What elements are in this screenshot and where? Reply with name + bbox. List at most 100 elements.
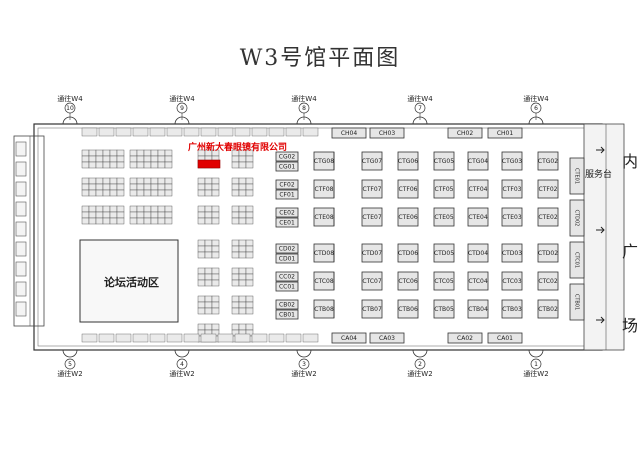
forum-area-label: 论坛活动区 (104, 276, 159, 289)
small-booth (88, 183, 97, 191)
bottom-strip-booth (217, 333, 234, 343)
small-booth (245, 267, 254, 275)
ct-booth (467, 151, 489, 171)
small-booth (109, 205, 118, 213)
ct-booth (537, 299, 559, 319)
small-booth (238, 155, 247, 163)
ct-booth (467, 179, 489, 199)
ct-booth-label: CTG05 (434, 158, 454, 165)
small-booth (197, 211, 206, 219)
ct-booth (433, 299, 455, 319)
small-booth (238, 239, 247, 247)
small-booth (197, 177, 206, 185)
small-booth (245, 205, 254, 213)
bottom-row-booth (447, 332, 483, 344)
small-booth (211, 211, 220, 219)
small-booth (81, 217, 90, 225)
ct-booth-label: CTE02 (538, 214, 557, 221)
right-column-booth-label: CTE01 (574, 168, 580, 184)
small-booth (231, 211, 240, 219)
small-booth (102, 217, 111, 225)
small-booth (150, 177, 159, 185)
small-booth (164, 161, 173, 169)
ct-booth (397, 243, 419, 263)
small-booth (238, 323, 247, 331)
column-booth-label: CF02 (279, 182, 294, 189)
column-booth-label: CC01 (279, 284, 295, 291)
small-booth (136, 189, 145, 197)
top-strip-booth (98, 127, 115, 137)
small-booth (116, 205, 125, 213)
small-booth (238, 251, 247, 259)
ct-booth (433, 151, 455, 171)
small-booth (150, 183, 159, 191)
small-booth (164, 177, 173, 185)
small-booth (88, 155, 97, 163)
small-booth (211, 189, 220, 197)
small-booth (95, 217, 104, 225)
column-booth-label: CC02 (279, 274, 295, 281)
small-booth (136, 155, 145, 163)
bottom-row-booth-label: CA01 (497, 335, 513, 342)
small-booth (157, 183, 166, 191)
top-entrance-label: 通往W4 (169, 94, 195, 103)
column-booth (275, 281, 299, 292)
small-booth (88, 161, 97, 169)
top-strip-booth (149, 127, 166, 137)
top-entrance-label: 通往W4 (291, 94, 317, 103)
top-entrance-number: 7 (418, 105, 422, 112)
small-booth (157, 177, 166, 185)
ct-booth (433, 207, 455, 227)
top-strip-booth (183, 127, 200, 137)
bottom-strip-booth (234, 333, 251, 343)
small-booth (245, 217, 254, 225)
small-booth (197, 183, 206, 191)
small-booth (211, 205, 220, 213)
small-booth (116, 189, 125, 197)
small-booth (238, 273, 247, 281)
small-booth (231, 307, 240, 315)
small-booth (238, 267, 247, 275)
bottom-entrance-number-circle (530, 358, 542, 370)
small-booth (231, 301, 240, 309)
bottom-strip-booth (149, 333, 166, 343)
right-column-booth (569, 199, 585, 237)
small-booth (204, 307, 213, 315)
ct-booth-label: CTF05 (435, 186, 454, 193)
small-booth (164, 183, 173, 191)
ct-booth (467, 299, 489, 319)
ct-booth-label: CTF02 (539, 186, 558, 193)
small-booth (109, 183, 118, 191)
bottom-strip-booth (302, 333, 319, 343)
small-booth (238, 307, 247, 315)
ct-booth-label: CTF03 (503, 186, 522, 193)
side-char-1: 内 (622, 152, 639, 171)
small-booth (238, 189, 247, 197)
small-booth (150, 189, 159, 197)
top-strip-booth (115, 127, 132, 137)
small-booth (231, 251, 240, 259)
bottom-entrance-door (174, 349, 190, 358)
small-booth (211, 267, 220, 275)
small-booth (81, 211, 90, 219)
small-booth (197, 307, 206, 315)
small-booth (197, 217, 206, 225)
ct-booth-label: CTF07 (363, 186, 382, 193)
arrow-right-mid (596, 226, 605, 234)
small-booth (231, 183, 240, 191)
ct-booth (537, 243, 559, 263)
small-booth (197, 279, 206, 287)
bottom-entrance-door (296, 349, 312, 358)
ct-booth-label: CTC05 (434, 278, 454, 285)
top-row-booth-label: CH01 (497, 130, 514, 137)
top-row-booth-label: CH03 (379, 130, 396, 137)
left-wing-room (15, 301, 27, 317)
small-booth (204, 211, 213, 219)
bottom-strip-booth (200, 333, 217, 343)
small-booth (157, 149, 166, 157)
small-booth (211, 323, 220, 331)
small-booth (88, 149, 97, 157)
small-booth (245, 245, 254, 253)
right-column-booth (569, 283, 585, 321)
bottom-entrance-number-circle (414, 358, 426, 370)
